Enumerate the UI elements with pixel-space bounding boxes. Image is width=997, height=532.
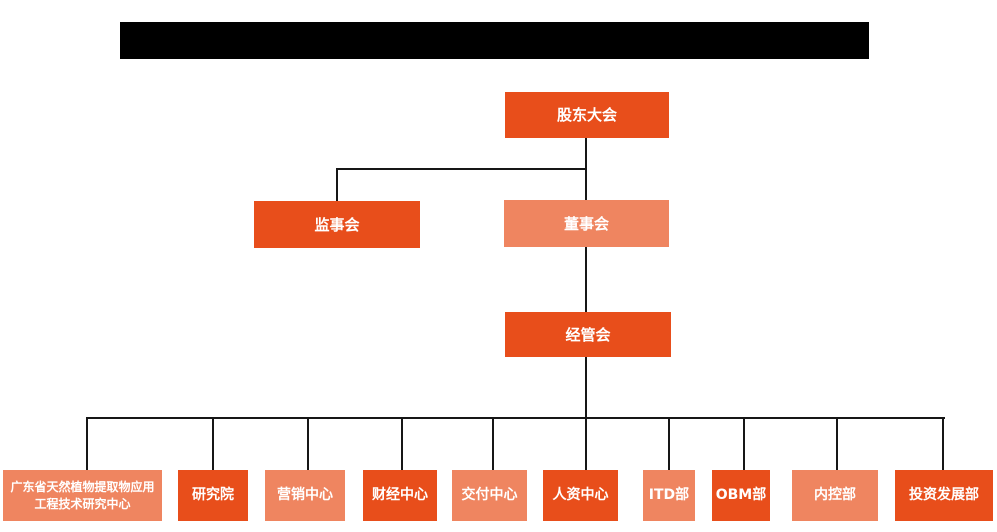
node-internal-control-dept: 内控部 — [792, 470, 878, 521]
node-investment-development-dept: 投资发展部 — [895, 470, 993, 521]
connector-drop-research-institute — [212, 417, 214, 470]
node-hr-center: 人资中心 — [543, 470, 618, 521]
connector-board-to-management — [585, 247, 587, 312]
node-supervisory-board: 监事会 — [254, 201, 420, 248]
connector-drop-obm-dept — [743, 417, 745, 470]
connector-drop-internal-control-dept — [836, 417, 838, 470]
connector-drop-itd-dept — [668, 417, 670, 470]
connector-drop-supervisory-board — [336, 168, 338, 201]
node-itd-dept: ITD部 — [643, 470, 695, 521]
connector-drop-hr-center — [585, 417, 587, 470]
node-shareholders-meeting: 股东大会 — [505, 92, 669, 138]
node-research-institute: 研究院 — [178, 470, 248, 521]
node-board-of-directors: 董事会 — [504, 200, 669, 247]
connector-drop-marketing-center — [307, 417, 309, 470]
node-delivery-center: 交付中心 — [452, 470, 527, 521]
node-finance-center: 财经中心 — [363, 470, 437, 521]
connector-drop-delivery-center — [492, 417, 494, 470]
connector-drop-finance-center — [401, 417, 403, 470]
node-management-committee: 经管会 — [505, 312, 671, 357]
connector-drop-investment-development-dept — [942, 417, 944, 470]
node-research-center: 广东省天然植物提取物应用工程技术研究中心 — [3, 470, 162, 521]
connector-drop-research-center — [86, 417, 88, 470]
connector-management-to-bus — [585, 357, 587, 418]
redacted-title-bar — [120, 22, 869, 59]
connector-level2-horizontal — [336, 168, 587, 170]
connector-level4-horizontal — [87, 417, 945, 419]
node-marketing-center: 营销中心 — [265, 470, 345, 521]
node-obm-dept: OBM部 — [712, 470, 770, 521]
